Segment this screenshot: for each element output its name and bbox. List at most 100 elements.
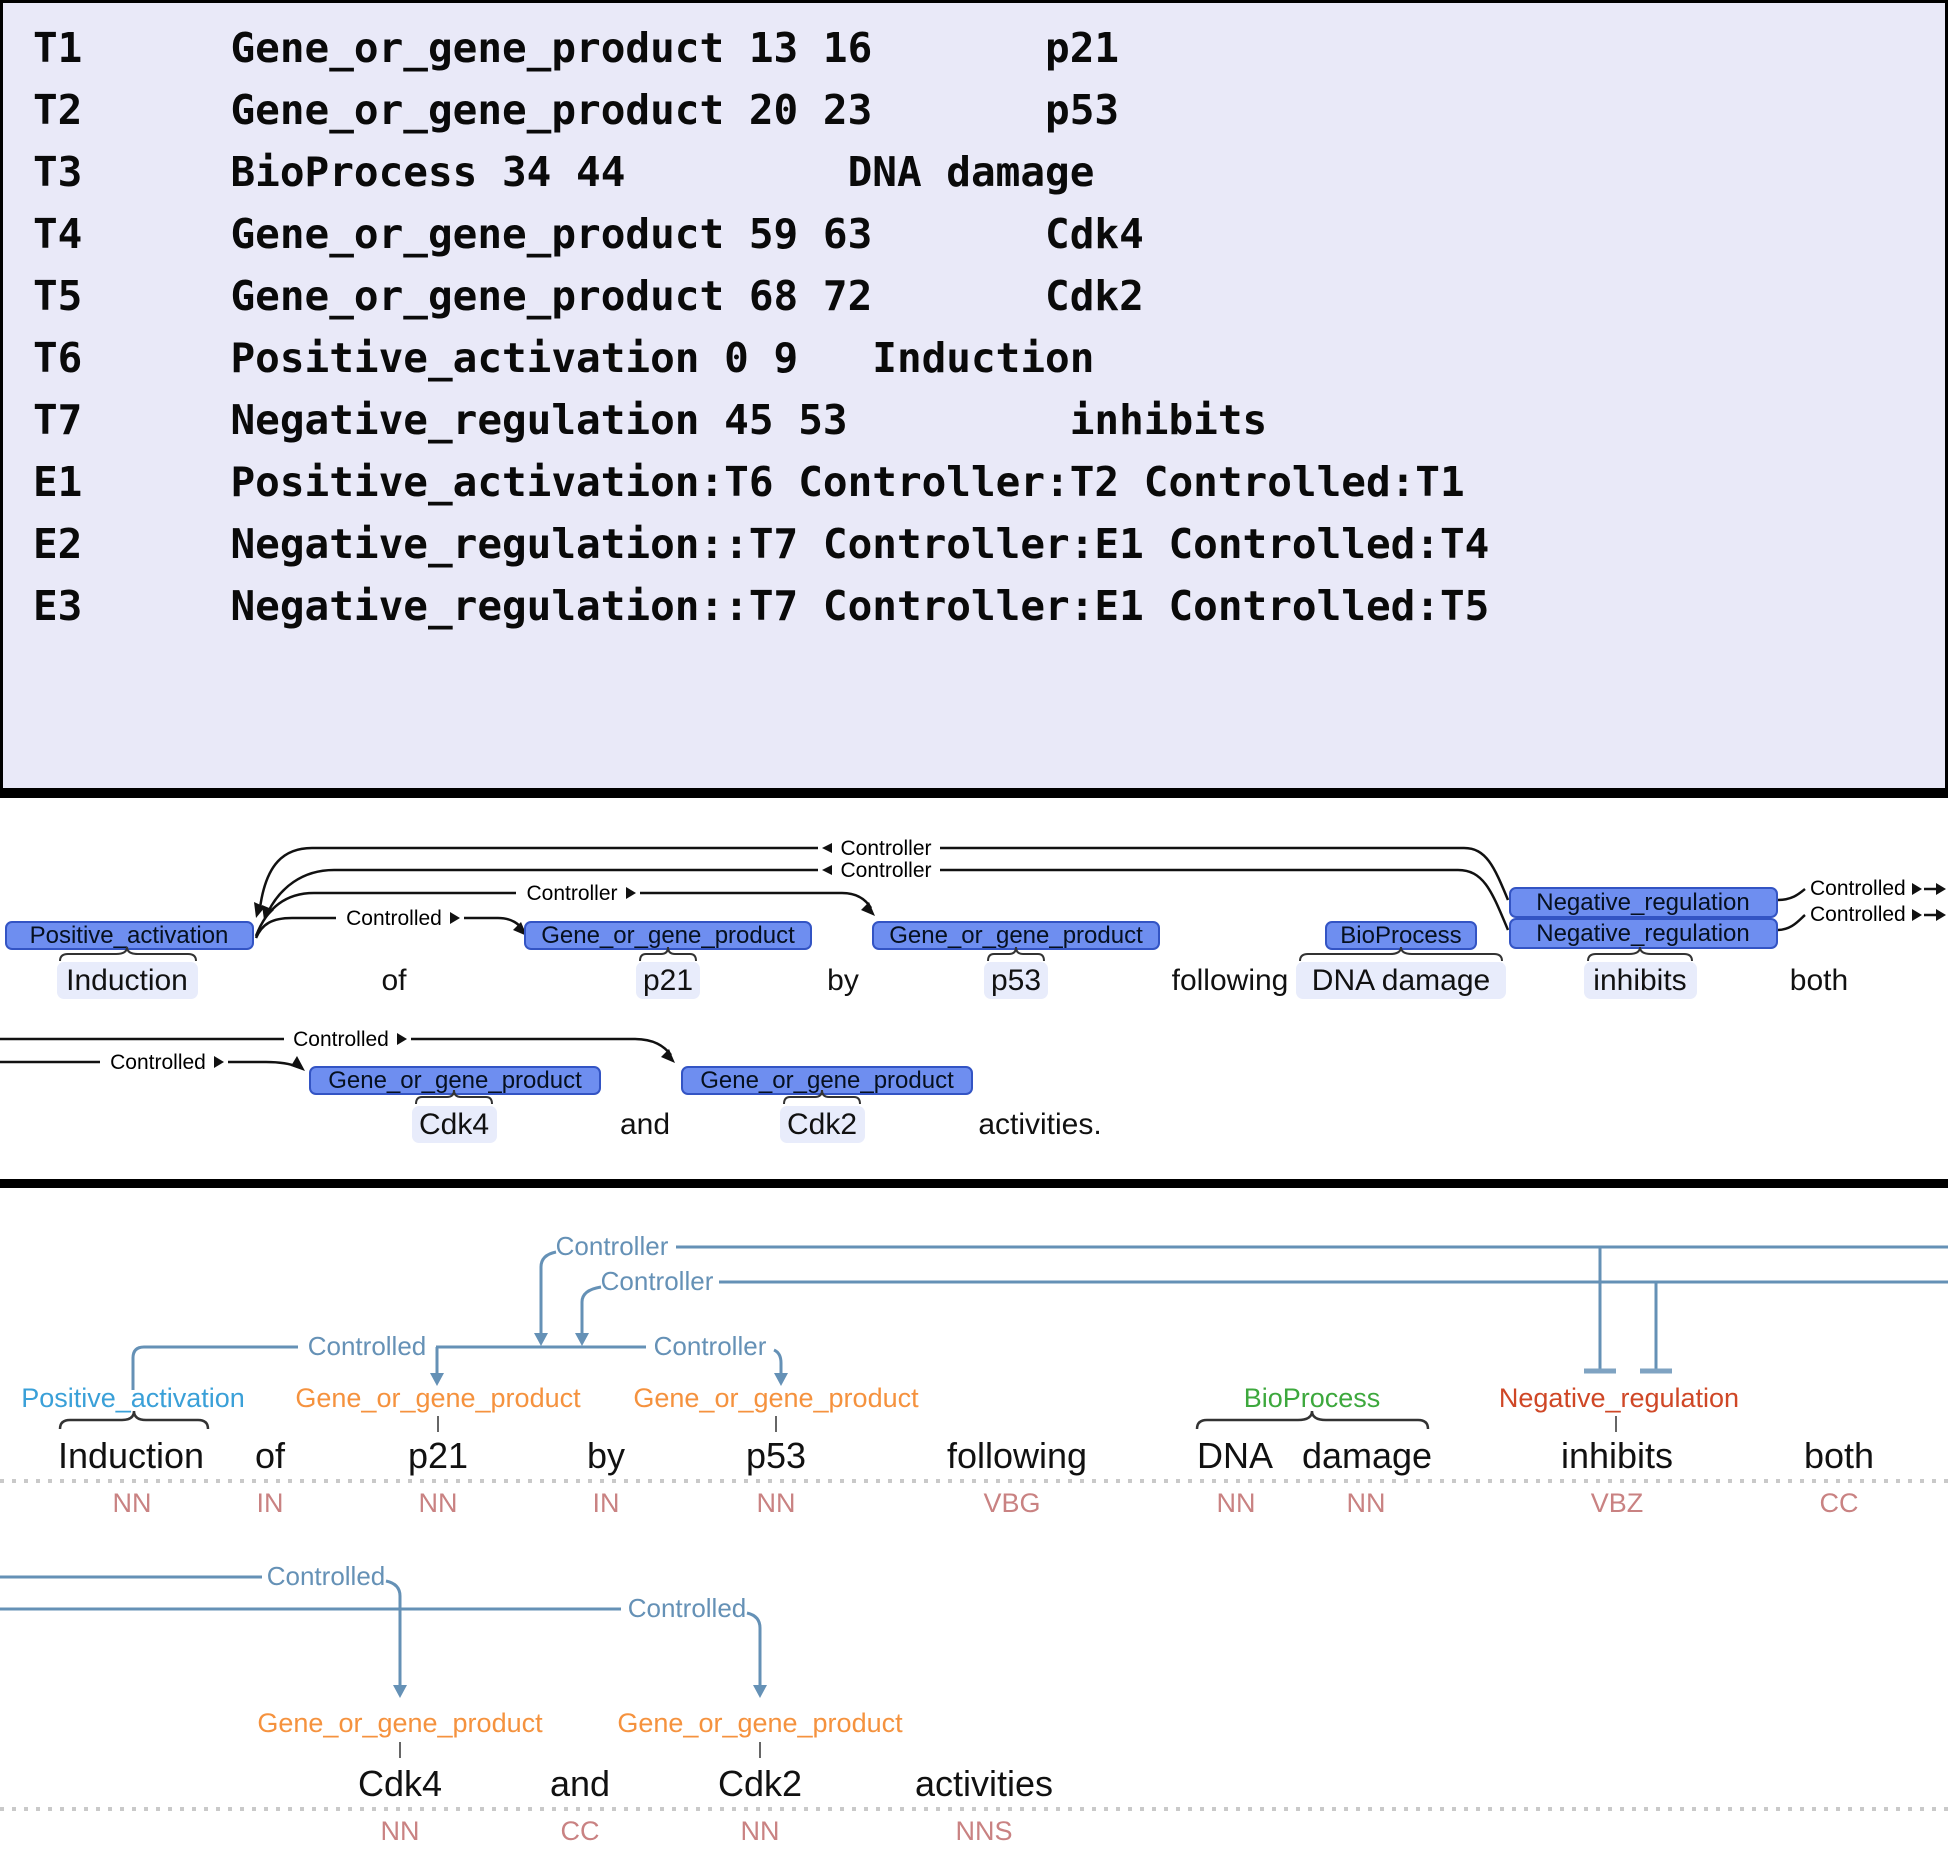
pos-tag: NN [381,1816,420,1846]
token-highlight-cdk2 [780,1106,865,1143]
arc-controlled-e3-row2-end[interactable] [228,1060,299,1069]
arc-drop-cdk2 [746,1611,762,1685]
arrowhead-to-p21 [513,922,527,936]
arc-controlled-e3-stub[interactable] [1776,914,1806,932]
arc-label-controlled-e3-row2[interactable]: Controlled [110,1051,206,1074]
token: Induction [58,1435,204,1476]
chevron-induction [59,946,197,962]
brace-induction [58,1410,210,1430]
arrowhead-to-posact-2 [262,905,274,920]
chevron-p53 [987,946,1045,962]
arc-controller-e2-right[interactable] [940,846,1510,901]
ann-line-t5: T5 Gene_or_gene_product 68 72 Cdk2 [33,272,1144,320]
ann-line-e3: E3 Negative_regulation::T7 Controller:E1… [33,582,1490,630]
pos-tag: VBG [983,1488,1040,1518]
arc-label-controller-e3: Controller [601,1266,714,1296]
token-highlight-dna-damage [1296,962,1506,999]
token-activities: activities. [978,1108,1101,1141]
arrowhead-controlled-cdk4 [393,1685,407,1698]
pos-tag: NN [113,1488,152,1518]
arrowhead-small-left [822,843,832,853]
token-highlight-inhibits [1584,962,1697,999]
entity-box-label: Gene_or_gene_product [328,1067,582,1094]
arrowhead-controller-e2 [534,1333,548,1346]
entity-box-label: Positive_activation [30,922,229,949]
token-p21: p21 [643,964,693,997]
token: Cdk2 [718,1763,802,1804]
displacy-svg: Controller Controller Controlled Control… [0,1231,1948,1846]
ann-line-t3: T3 BioProcess 34 44 DNA damage [33,148,1095,196]
arc-label-controller-e1[interactable]: Controller [526,882,617,905]
arrowhead-controller-p53 [774,1373,788,1386]
arc-e1-drop-p53 [773,1348,783,1373]
pos-tag: VBZ [1591,1488,1644,1518]
arc-controller-e2-left[interactable] [258,846,818,909]
entity-box-label: Negative_regulation [1536,920,1749,947]
arrowhead-controller-e3 [575,1333,589,1346]
arc-controller-e1-end[interactable] [640,891,873,909]
arc-controlled-e1[interactable] [254,916,336,939]
ann-line-e1: E1 Positive_activation:T6 Controller:T2 … [33,458,1465,506]
token: DNA [1197,1435,1273,1476]
entity-box-gene-cdk2[interactable] [681,1066,973,1095]
token: both [1804,1435,1874,1476]
token: following [947,1435,1087,1476]
ann-line-t4: T4 Gene_or_gene_product 59 63 Cdk4 [33,210,1144,258]
arrowhead-to-p53 [861,902,875,916]
arrowhead-small-right [450,912,460,924]
entity-box-label: Negative_regulation [1536,889,1749,916]
chevron-cdk4 [415,1089,493,1105]
arc-controller-e3-right[interactable] [940,868,1510,931]
arrowhead-controlled-cdk2 [753,1685,767,1698]
entity-box-negative-regulation-2[interactable] [1509,918,1778,949]
arc-label-controller-e1: Controller [654,1331,767,1361]
pos-tag: NNS [955,1816,1012,1846]
chevron-p21 [639,946,697,962]
entity-box-label: Gene_or_gene_product [889,922,1143,949]
entity-box-positive-activation[interactable] [5,921,254,950]
entity-label-positive-activation: Positive_activation [21,1383,245,1413]
ann-line-e2: E2 Negative_regulation::T7 Controller:E1… [33,520,1490,568]
arc-controlled-e2-row2-end[interactable] [411,1037,672,1056]
arrowhead-small-right [626,887,636,899]
pos-tag: NN [419,1488,458,1518]
token-inhibits: inhibits [1593,964,1686,997]
token: activities [915,1763,1053,1804]
arc-controller-e2-left [539,1250,557,1333]
arc-label-controlled-e2-row2[interactable]: Controlled [293,1028,389,1051]
token-cdk2: Cdk2 [787,1108,857,1141]
arc-controller-e1[interactable] [254,891,516,937]
arc-label-controlled-e3[interactable]: Controlled [1810,903,1906,926]
token-by: by [827,964,859,997]
arc-e1-left [131,1345,298,1390]
arc-label-controlled-e3-s2: Controlled [628,1593,747,1623]
chevron-cdk2 [783,1089,861,1105]
entity-label-bioprocess: BioProcess [1244,1383,1381,1413]
entity-label-gene-p21: Gene_or_gene_product [295,1383,581,1413]
token: damage [1302,1435,1432,1476]
arc-controlled-e2-stub[interactable] [1776,888,1806,902]
entity-label-gene-cdk2: Gene_or_gene_product [617,1708,903,1738]
pos-tag: NN [1217,1488,1256,1518]
arc-label-controlled-e1[interactable]: Controlled [346,907,442,930]
arrowhead-small-right [214,1056,224,1068]
arc-label-controller-e2: Controller [556,1231,669,1261]
arrowhead-small-left [822,865,832,875]
annotation-file-panel: T1 Gene_or_gene_product 13 16 p21 T2 Gen… [0,0,1948,798]
arrowhead-small-right [1912,909,1922,921]
arc-label-controlled-e2[interactable]: Controlled [1810,877,1906,900]
arc-label-controller-e2[interactable]: Controller [840,837,931,860]
arc-label-controller-e3[interactable]: Controller [840,859,931,882]
entity-box-negative-regulation-1[interactable] [1509,887,1778,918]
token: and [550,1763,610,1804]
token-dna-damage: DNA damage [1312,964,1490,997]
ann-line-t7: T7 Negative_regulation 45 53 inhibits [33,396,1268,444]
arc-label-controlled-e2-s2: Controlled [267,1561,386,1591]
arrowhead-to-cdk4 [291,1056,305,1071]
token-induction: Induction [66,964,188,997]
entity-box-label: BioProcess [1340,922,1461,949]
arc-controller-e3-left[interactable] [266,868,818,913]
token: inhibits [1561,1435,1673,1476]
pos-tag: NN [1347,1488,1386,1518]
